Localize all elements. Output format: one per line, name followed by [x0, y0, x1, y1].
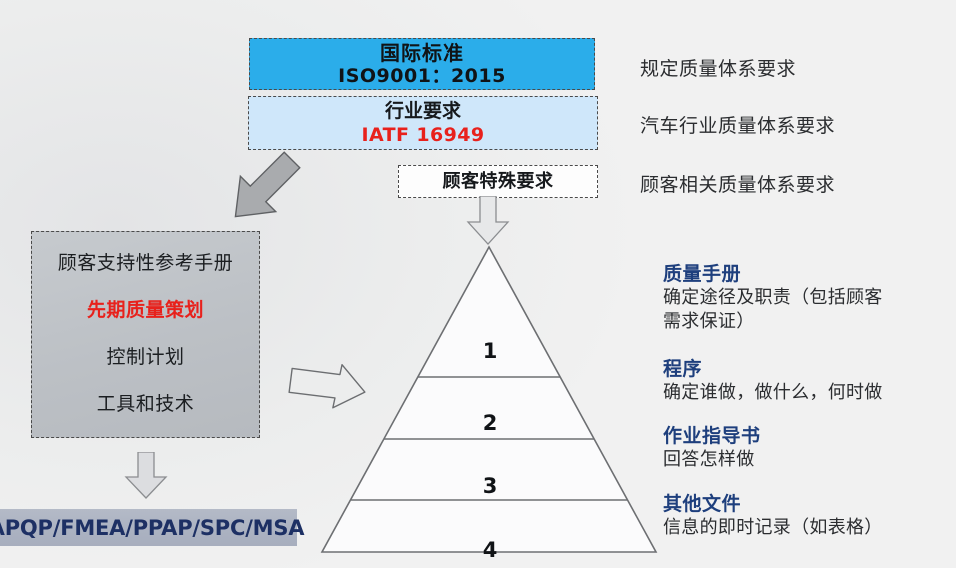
iso-standard-note: 规定质量体系要求 [640, 58, 797, 80]
document-level-2-line-1: 确定谁做，做什么，何时做 [663, 382, 883, 403]
core-tools-label: APQP/FMEA/PPAP/SPC/MSA [0, 515, 305, 540]
document-level-other-documents: 其他文件 信息的即时记录（如表格） [663, 492, 883, 540]
industry-requirement-code: IATF 16949 [361, 124, 485, 146]
customer-specific-requirement-title: 顾客特殊要求 [442, 170, 554, 192]
iso-standard-title: 国际标准 [380, 40, 464, 65]
document-level-2-heading: 程序 [663, 358, 703, 380]
document-hierarchy-pyramid: 1 2 3 4 [318, 243, 660, 562]
manual-item-apqp: 先期质量策划 [86, 299, 204, 322]
iso-standard-code: ISO9001：2015 [338, 64, 506, 87]
document-level-4-line-1: 信息的即时记录（如表格） [663, 517, 883, 538]
industry-requirement-note: 汽车行业质量体系要求 [640, 115, 836, 137]
manual-item-tools: 工具和技术 [96, 392, 195, 415]
document-level-procedures: 程序 确定谁做，做什么，何时做 [663, 357, 883, 405]
document-level-1-line-1: 确定途径及职责（包括顾客 [663, 287, 883, 308]
document-level-4-heading: 其他文件 [663, 493, 742, 515]
pyramid-tier-4-number: 4 [482, 538, 498, 562]
industry-requirement-box: 行业要求 IATF 16949 [248, 96, 598, 150]
iso-standard-box: 国际标准 ISO9001：2015 [249, 38, 595, 90]
industry-requirement-title: 行业要求 [384, 100, 461, 122]
customer-specific-requirement-note: 顾客相关质量体系要求 [640, 174, 836, 196]
reference-manual-box: 顾客支持性参考手册 先期质量策划 控制计划 工具和技术 [31, 231, 260, 438]
document-level-3-line-1: 回答怎样做 [663, 449, 755, 470]
arrow-diagonal-down-left-icon [222, 148, 304, 234]
document-level-work-instructions: 作业指导书 回答怎样做 [663, 424, 761, 472]
document-level-3-heading: 作业指导书 [663, 425, 761, 447]
document-level-quality-manual: 质量手册 确定途径及职责（包括顾客 需求保证） [663, 262, 883, 334]
pyramid-tier-1-number: 1 [482, 339, 498, 363]
arrow-right-icon [286, 362, 366, 426]
reference-manual-title: 顾客支持性参考手册 [57, 252, 234, 275]
document-level-1-heading: 质量手册 [663, 263, 742, 285]
customer-specific-requirement-box: 顾客特殊要求 [398, 165, 598, 198]
pyramid-tier-3-number: 3 [482, 474, 498, 498]
arrow-down-icon [462, 195, 514, 250]
document-level-1-line-2: 需求保证） [663, 311, 755, 332]
core-tools-bar: APQP/FMEA/PPAP/SPC/MSA [0, 509, 305, 546]
pyramid-tier-2-number: 2 [482, 411, 498, 435]
arrow-down-icon [120, 451, 172, 504]
manual-item-control-plan: 控制计划 [106, 345, 185, 368]
